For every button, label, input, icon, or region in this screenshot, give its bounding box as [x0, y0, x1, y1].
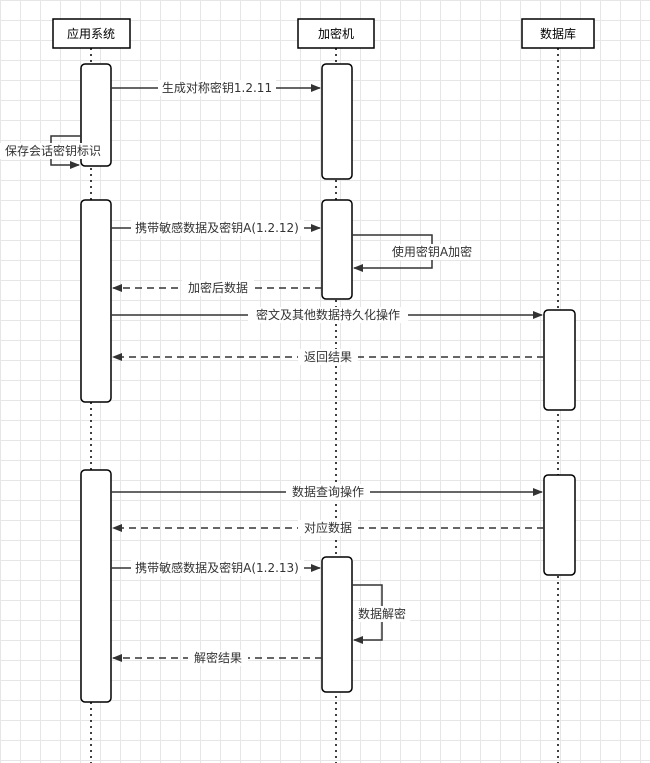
participant-app-label: 应用系统: [67, 26, 115, 41]
message-return-result: 返回结果: [112, 349, 544, 365]
activation-hsm-3: [321, 556, 353, 693]
message-decrypt-data-label: 数据解密: [358, 606, 406, 621]
message-persist-data: 密文及其他数据持久化操作: [111, 307, 543, 323]
message-send-sensitive-data-2: 携带敏感数据及密钥A(1.2.13): [111, 560, 321, 576]
message-send-sensitive-data-2-label: 携带敏感数据及密钥A(1.2.13): [135, 560, 299, 575]
message-decrypt-result: 解密结果: [112, 650, 322, 666]
message-send-sensitive-data-1-label: 携带敏感数据及密钥A(1.2.12): [135, 220, 299, 235]
message-encrypt-with-key: 使用密钥A加密: [352, 234, 479, 272]
participant-hsm-label: 加密机: [318, 26, 354, 41]
message-decrypt-result-label: 解密结果: [194, 650, 242, 665]
participant-db-label: 数据库: [540, 26, 576, 41]
message-matched-data-label: 对应数据: [304, 520, 352, 535]
message-query-data: 数据查询操作: [111, 484, 543, 500]
activation-hsm-1: [321, 63, 353, 180]
message-generate-key-label: 生成对称密钥1.2.11: [162, 80, 272, 95]
activation-db-2: [543, 474, 576, 576]
activation-app-1: [80, 63, 112, 167]
message-encrypt-with-key-label: 使用密钥A加密: [392, 244, 472, 259]
activation-app-3: [80, 469, 112, 703]
activation-db-1: [543, 309, 576, 411]
message-query-data-label: 数据查询操作: [292, 484, 364, 499]
activation-hsm-2: [321, 199, 353, 300]
message-persist-data-label: 密文及其他数据持久化操作: [256, 307, 400, 322]
participant-db[interactable]: 数据库: [521, 18, 595, 49]
participant-app[interactable]: 应用系统: [52, 18, 131, 49]
message-encrypted-data: 加密后数据: [112, 280, 322, 296]
message-save-session-key: 保存会话密钥标识: [0, 135, 108, 169]
message-encrypted-data-label: 加密后数据: [188, 280, 248, 295]
message-matched-data: 对应数据: [112, 520, 544, 536]
message-save-session-key-label: 保存会话密钥标识: [5, 143, 101, 158]
message-generate-key: 生成对称密钥1.2.11: [111, 80, 321, 96]
participant-hsm[interactable]: 加密机: [297, 18, 375, 49]
message-decrypt-data: 数据解密: [352, 584, 410, 644]
message-return-result-label: 返回结果: [304, 350, 352, 364]
message-send-sensitive-data-1: 携带敏感数据及密钥A(1.2.12): [111, 220, 321, 236]
activation-app-2: [80, 199, 112, 403]
